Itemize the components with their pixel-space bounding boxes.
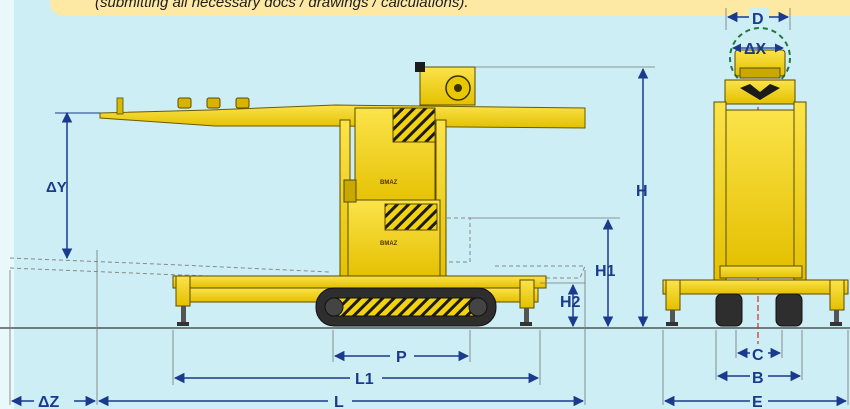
delta-z-label-bg (34, 392, 74, 409)
c-label: C (752, 347, 764, 364)
left-margin-strip (0, 0, 14, 409)
h2-label: H2 (560, 294, 581, 311)
b-label-bg (750, 367, 768, 385)
mast-logo-lower: BMAZ (380, 241, 398, 247)
l-label: L (334, 394, 344, 409)
front-view: D ΔX C B E (662, 8, 849, 409)
delta-x-label: ΔX (744, 41, 767, 58)
c-label-bg (750, 344, 768, 362)
b-label: B (752, 370, 764, 387)
d-label-bg (749, 8, 769, 26)
note-banner-text: (submitting all necessary docs / drawing… (95, 0, 469, 11)
crawler-track (315, 287, 497, 327)
top-boom (99, 62, 586, 129)
mast-logo-upper: BMAZ (380, 180, 398, 186)
side-extension-lines (9, 250, 586, 405)
front-extension-lines (662, 330, 849, 405)
e-label: E (752, 394, 763, 409)
delta-z-label: ΔZ (38, 394, 60, 409)
l1-label-bg (350, 368, 382, 386)
h1-label: H1 (595, 263, 616, 280)
e-label-bg (750, 392, 768, 409)
l1-label: L1 (355, 371, 374, 388)
note-banner (50, 0, 850, 16)
chassis (172, 275, 547, 326)
h-label: H (636, 183, 648, 200)
d-label: D (752, 11, 764, 28)
delta-y-label: ΔY (46, 179, 67, 196)
side-view: BMAZ BMAZ (9, 62, 655, 409)
extended-boom-outline (9, 217, 586, 281)
central-mast: BMAZ BMAZ (339, 107, 447, 281)
p-label: P (396, 349, 407, 366)
l-label-bg (328, 392, 352, 409)
p-label-bg (390, 346, 414, 364)
